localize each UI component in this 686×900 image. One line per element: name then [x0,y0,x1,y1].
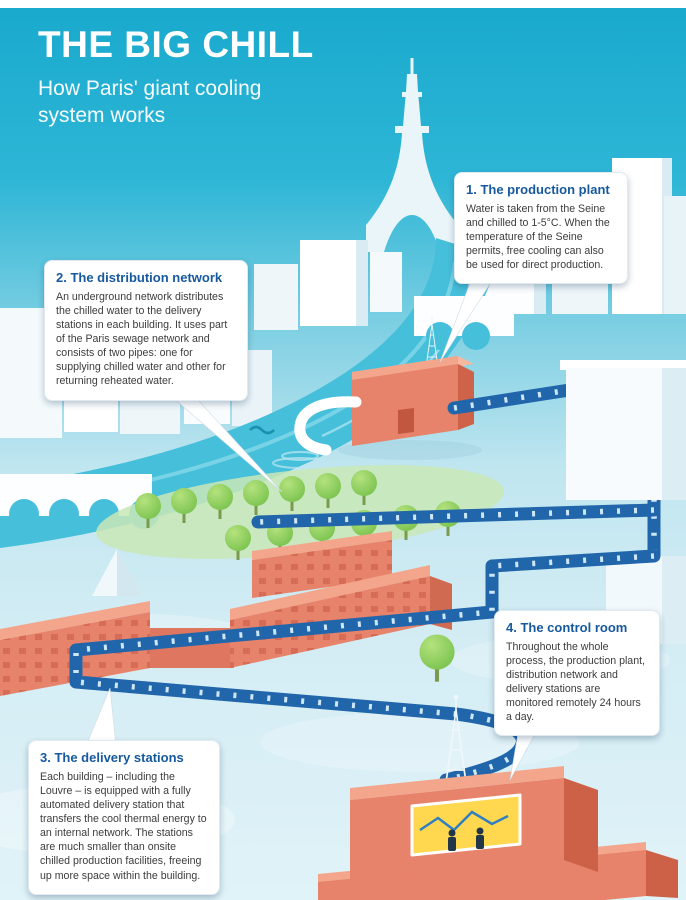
callout-body: Throughout the whole process, the produc… [506,641,645,724]
callout-control-room: 4. The control room Throughout the whole… [494,610,660,737]
operator-figure [476,827,484,849]
callout-title: 3. The delivery stations [40,750,184,765]
water-swirl-icon [249,425,275,435]
callout-title: 1. The production plant [466,182,610,197]
callout-title: 4. The control room [506,620,628,635]
callout-body: Each building – including the Louvre – i… [40,771,207,882]
callout-delivery-stations: 3. The delivery stations Each building –… [28,740,220,895]
callout-body: Water is taken from the Seine and chille… [466,203,610,272]
control-room [318,693,678,900]
callout-title: 2. The distribution network [56,270,223,285]
eiffel-tower [366,58,458,252]
title-block: THE BIG CHILL How Paris' giant cooling s… [38,24,314,130]
callout-distribution-network: 2. The distribution network An undergrou… [44,260,248,401]
monitor-chart [419,810,509,832]
callout-body: An underground network distributes the c… [56,291,228,388]
callout-production-plant: 1. The production plant Water is taken f… [454,172,628,285]
subtitle-line-2: system works [38,103,166,127]
page-subtitle: How Paris' giant cooling system works [38,76,314,130]
production-plant [249,315,482,469]
control-room-window [410,793,522,857]
page-title: THE BIG CHILL [38,24,314,65]
intake-pipe [294,396,362,456]
subtitle-line-1: How Paris' giant cooling [38,77,262,100]
park [96,465,504,562]
operator-figure [448,829,456,851]
page-margin [0,0,686,8]
